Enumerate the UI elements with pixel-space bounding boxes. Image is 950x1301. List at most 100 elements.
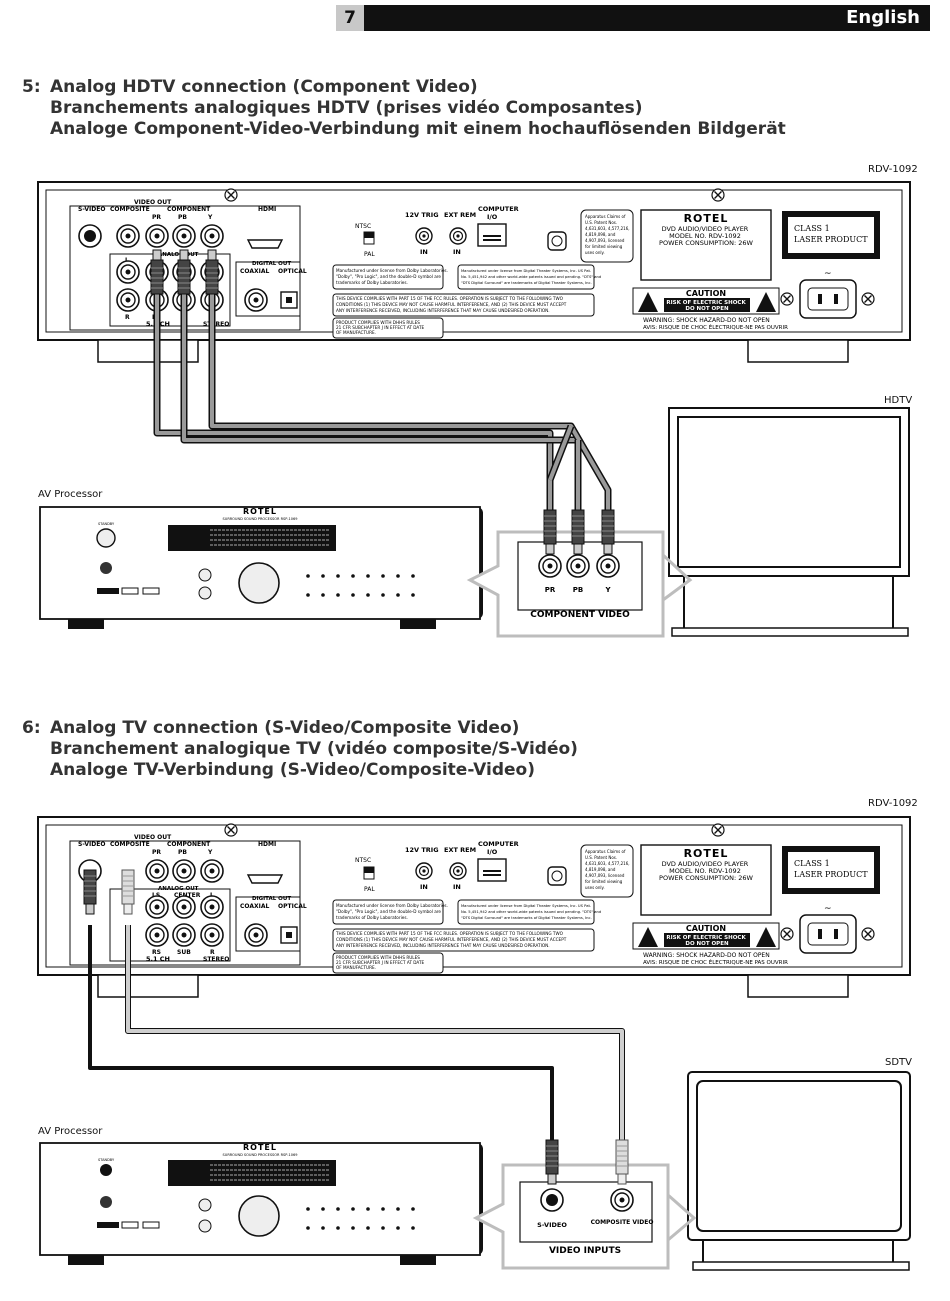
s5-avis-text: AVIS: RISQUE DE CHOC ÉLECTRIQUE-NE PAS O… bbox=[643, 323, 788, 331]
s5-io-label: I/O bbox=[487, 213, 498, 221]
s5-digital-out-label: DIGITAL OUT bbox=[252, 261, 291, 267]
s6-proc-standby: STANDBY bbox=[98, 1158, 115, 1162]
s5-inset-jack-pb: PB bbox=[573, 586, 583, 594]
language-label: English bbox=[364, 5, 930, 31]
s5-trig-label: 12V TRIG bbox=[405, 211, 439, 219]
s5-extrem-label: EXT REM bbox=[444, 211, 476, 219]
s6-patent-text: Apparatus Claims of U.S. Patent Nos. 4,6… bbox=[585, 849, 631, 890]
s5-video-out-label: VIDEO OUT bbox=[134, 199, 172, 206]
s5-caution-label: CAUTION bbox=[686, 289, 726, 298]
s6-player-back-panel: VIDEO OUT S-VIDEO COMPOSITE COMPONENT PR… bbox=[37, 816, 911, 998]
s5-proc-brand: ROTEL bbox=[243, 507, 277, 516]
section6-processor-label: AV Processor bbox=[38, 1126, 103, 1137]
section6-title: 6: Analog TV connection (S-Video/Composit… bbox=[22, 718, 578, 781]
s6-composite-label: COMPOSITE bbox=[110, 841, 150, 848]
section6-tv-label: SDTV bbox=[885, 1057, 912, 1068]
s6-product-text: DVD AUDIO/VIDEO PLAYER MODEL NO. RDV-109… bbox=[659, 860, 753, 882]
s5-warning-text: WARNING: SHOCK HAZARD-DO NOT OPEN bbox=[643, 317, 770, 324]
s6-in-label-1: IN bbox=[420, 883, 428, 891]
s6-computer-label: COMPUTER bbox=[478, 840, 519, 848]
page-number: 7 bbox=[336, 5, 364, 31]
s6-pb-label: PB bbox=[178, 849, 187, 856]
s5-caution-sub: RISK OF ELECTRIC SHOCK DO NOT OPEN bbox=[666, 300, 747, 312]
s5-pb-jack bbox=[172, 224, 196, 248]
s6-avis-text: AVIS: RISQUE DE CHOC ÉLECTRIQUE-NE PAS O… bbox=[643, 958, 788, 966]
s6-component-label: COMPONENT bbox=[167, 841, 211, 848]
section5-line-de: Analoge Component-Video-Verbindung mit e… bbox=[50, 119, 786, 139]
s5-y-label: Y bbox=[207, 214, 213, 221]
s6-pr-label: PR bbox=[152, 849, 161, 856]
section6-line-en: Analog TV connection (S-Video/Composite … bbox=[50, 718, 520, 738]
s6-rs-label: RS bbox=[152, 949, 161, 956]
s6-inset-jack-svideo: S-VIDEO bbox=[537, 1221, 567, 1229]
section6-number: 6: bbox=[22, 718, 41, 738]
s6-brand-label: ROTEL bbox=[684, 847, 729, 860]
s6-dolby-text: Manufactured under license from Dolby La… bbox=[336, 903, 449, 920]
s6-caution-sub: RISK OF ELECTRIC SHOCK DO NOT OPEN bbox=[666, 935, 747, 947]
s5-proc-standby: STANDBY bbox=[98, 522, 115, 526]
s5-pr-label: PR bbox=[152, 214, 161, 221]
s5-component-label: COMPONENT bbox=[167, 206, 211, 213]
s5-analog-out-label: ANALOG OUT bbox=[158, 252, 199, 258]
s5-product-text: DVD AUDIO/VIDEO PLAYER MODEL NO. RDV-109… bbox=[659, 225, 753, 247]
s5-dhhs-text: PRODUCT COMPLIES WITH DHHS RULES 21 CFR … bbox=[336, 320, 426, 335]
s6-center-label: CENTER bbox=[174, 892, 201, 899]
section5-tv-label: HDTV bbox=[884, 395, 913, 406]
s5-inset-jack-y: Y bbox=[604, 586, 611, 594]
s5-pb-label: PB bbox=[178, 214, 187, 221]
s6-hdmi-label: HDMI bbox=[258, 841, 276, 848]
s5-r-label: R bbox=[125, 314, 130, 321]
s6-dhhs-text: PRODUCT COMPLIES WITH DHHS RULES 21 CFR … bbox=[336, 955, 426, 970]
s6-inset-jack-composite: COMPOSITE VIDEO bbox=[591, 1219, 654, 1226]
s6-coaxial-label: COAXIAL bbox=[240, 903, 269, 910]
s5-hdmi-label: HDMI bbox=[258, 206, 276, 213]
page-header: 7 English bbox=[336, 5, 930, 31]
s5-inset-title: COMPONENT VIDEO bbox=[530, 610, 630, 620]
s5-player-back-panel: VIDEO OUT S-VIDEO COMPOSITE COMPONENT PR… bbox=[37, 181, 911, 363]
s5-optical-label: OPTICAL bbox=[278, 268, 307, 275]
svg-text:~: ~ bbox=[824, 269, 832, 279]
s5-fcc-text: THIS DEVICE COMPLIES WITH PART 15 OF THE… bbox=[335, 296, 568, 313]
s6-trig-label: 12V TRIG bbox=[405, 846, 439, 854]
s5-stereo-label: STEREO bbox=[203, 321, 229, 328]
s5-patent-text: Apparatus Claims of U.S. Patent Nos. 4,6… bbox=[585, 214, 631, 255]
s6-optical-label: OPTICAL bbox=[278, 903, 307, 910]
s6-proc-brand: ROTEL bbox=[243, 1143, 277, 1152]
s5-dolby-text: Manufactured under license from Dolby La… bbox=[336, 268, 449, 285]
s5-composite-label: COMPOSITE bbox=[110, 206, 150, 213]
s6-caution-label: CAUTION bbox=[686, 924, 726, 933]
s5-computer-label: COMPUTER bbox=[478, 205, 519, 213]
s5-proc-model: SURROUND SOUND PROCESSOR RSP-1069 bbox=[223, 517, 298, 521]
s6-inset-title: VIDEO INPUTS bbox=[549, 1246, 621, 1256]
s5-ntsc-label: NTSC bbox=[355, 223, 371, 230]
s6-proc-model: SURROUND SOUND PROCESSOR RSP-1069 bbox=[223, 1153, 298, 1157]
s5-laser-text: CLASS 1 LASER PRODUCT bbox=[794, 224, 868, 244]
section5-player-label: RDV-1092 bbox=[868, 164, 918, 175]
s5-player-plugs bbox=[150, 249, 219, 295]
s5-component-inset: PR PB Y COMPONENT VIDEO bbox=[466, 509, 693, 638]
s6-sub-label: SUB bbox=[177, 949, 191, 956]
s6-r-label: R bbox=[210, 949, 215, 956]
section5-processor-label: AV Processor bbox=[38, 489, 103, 500]
s5-hdmi-port bbox=[246, 239, 284, 249]
s6-player-plugs bbox=[78, 859, 135, 915]
s6-dts-text: Manufactured under license from Digital … bbox=[461, 904, 602, 920]
s6-y-label: Y bbox=[207, 849, 213, 856]
s5-inset-jack-pr: PR bbox=[545, 586, 556, 594]
section5-title: 5: Analog HDTV connection (Component Vide… bbox=[22, 77, 786, 140]
s5-y-jack bbox=[200, 224, 224, 248]
s6-ntsc-label: NTSC bbox=[355, 857, 371, 864]
section5-number: 5: bbox=[22, 77, 41, 97]
section5-line-en: Analog HDTV connection (Component Video) bbox=[50, 77, 478, 97]
s5-dts-text: Manufactured under license from Digital … bbox=[461, 269, 602, 285]
s6-in-label-2: IN bbox=[453, 883, 461, 891]
s5-in-label-2: IN bbox=[453, 248, 461, 256]
section6-line-fr: Branchement analogique TV (vidéo composi… bbox=[50, 739, 578, 759]
s6-extrem-label: EXT REM bbox=[444, 846, 476, 854]
s5-pr-jack bbox=[145, 224, 169, 248]
s6-sdtv bbox=[687, 1071, 911, 1271]
s6-stereo-label: STEREO bbox=[203, 956, 229, 963]
s5-component-cables bbox=[153, 290, 612, 510]
svg-text:~: ~ bbox=[824, 904, 832, 914]
